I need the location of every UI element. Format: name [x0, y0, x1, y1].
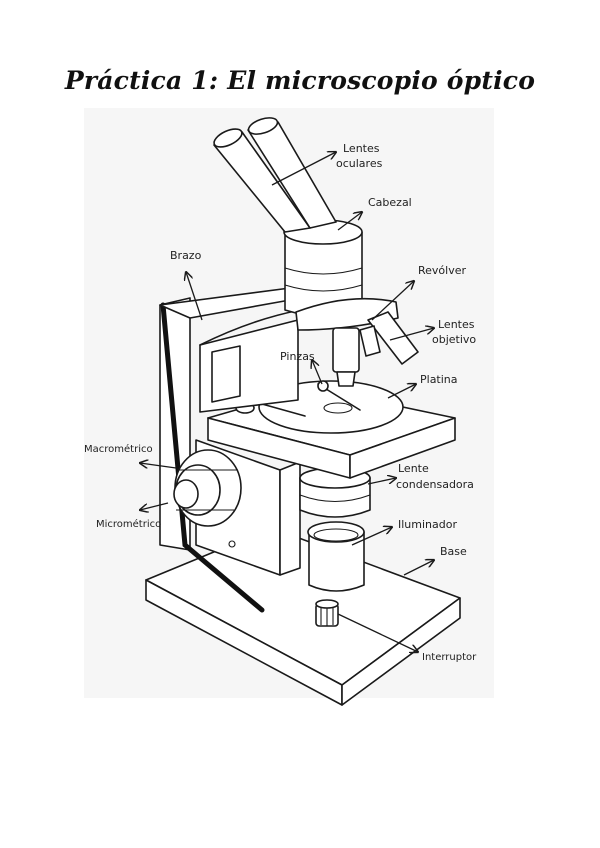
label-lentes-objetivo-line2: objetivo	[432, 333, 476, 346]
label-revolver: Revólver	[418, 264, 466, 277]
label-micrometrico: Micrométrico	[96, 518, 161, 530]
label-lentes-objetivo-line1: Lentes	[438, 318, 475, 331]
label-platina: Platina	[420, 373, 458, 386]
label-brazo: Brazo	[170, 249, 202, 262]
label-macrometrico: Macrométrico	[84, 443, 153, 455]
labels: Lentes oculares Cabezal Brazo Revólver L…	[84, 142, 477, 663]
label-interruptor: Interruptor	[422, 652, 477, 663]
label-base: Base	[440, 545, 467, 558]
pointer-arrows	[140, 152, 434, 652]
label-lente-condensadora-line1: Lente	[398, 462, 429, 475]
focus-knobs-drawing	[173, 449, 242, 527]
label-lentes-oculares-line1: Lentes	[343, 142, 380, 155]
label-iluminador: Iluminador	[398, 518, 457, 531]
page-title: Práctica 1: El microscopio óptico	[64, 66, 536, 95]
label-lente-condensadora-line2: condensadora	[396, 478, 474, 491]
revolver-drawing	[295, 297, 419, 387]
illuminator-drawing	[307, 521, 365, 592]
base-drawing	[145, 527, 461, 706]
housing-drawing	[199, 309, 301, 413]
switch-drawing	[315, 599, 339, 627]
label-cabezal: Cabezal	[368, 196, 412, 209]
eyepieces-drawing	[213, 117, 337, 233]
label-lentes-oculares-line2: oculares	[336, 157, 383, 170]
label-pinzas: Pinzas	[280, 350, 315, 363]
